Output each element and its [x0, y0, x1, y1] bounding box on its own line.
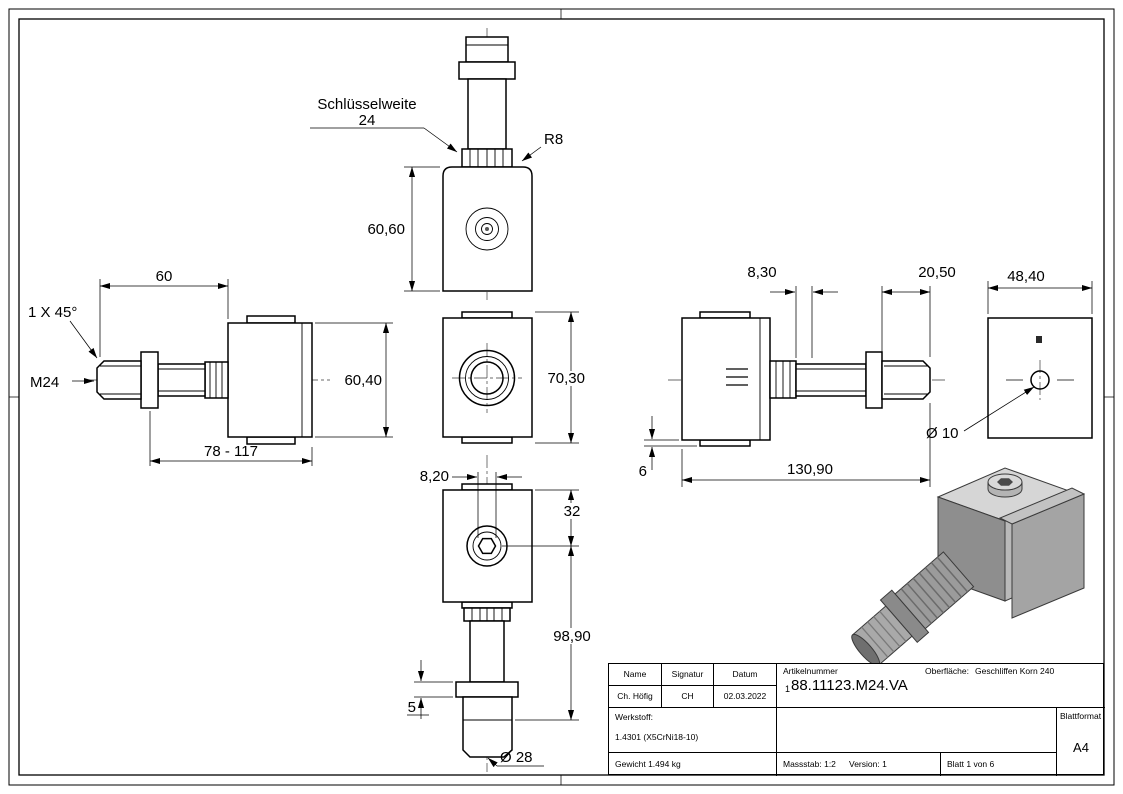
dim-top-to-center: 32 — [564, 503, 581, 520]
bottom-view: 8,20 32 98,90 5 Ø 28 — [407, 455, 595, 772]
dim-left-height: 60,40 — [344, 372, 382, 389]
header-signature: Signatur — [662, 664, 714, 686]
header-name: Name — [609, 664, 662, 686]
material-value: 1.4301 (X5CrNi18-10) — [615, 732, 699, 742]
material-cell: Werkstoff: 1.4301 (X5CrNi18-10) — [609, 708, 777, 753]
format-label: Blattformat — [1060, 711, 1102, 721]
front-view: 70,30 — [442, 311, 587, 444]
socket-screw-side-lines — [726, 368, 748, 386]
iso-socket-screw — [987, 473, 1023, 498]
dim-socket-width: 8,20 — [420, 468, 449, 485]
dim-gap: 8,30 — [747, 264, 776, 281]
value-name: Ch. Höfig — [609, 686, 662, 708]
wrench-size-value: 24 — [359, 112, 376, 129]
header-date: Datum — [714, 664, 777, 686]
iso-3d-view — [851, 467, 1086, 667]
scale: Massstab: 1:2 — [783, 759, 836, 769]
dim-offset: 6 — [639, 463, 647, 480]
article-prefix: 1 — [785, 684, 791, 694]
weight-cell: Gewicht 1.494 kg — [609, 753, 777, 776]
version: Version: 1 — [849, 759, 887, 769]
dim-flange-thickness: 5 — [408, 699, 416, 716]
hole-mark — [1036, 336, 1042, 343]
dim-back-width: 48,40 — [1007, 268, 1045, 285]
format-cell: Blattformat A4 — [1057, 708, 1105, 776]
dim-total-length: 130,90 — [787, 461, 833, 478]
fillet-radius-label: R8 — [544, 131, 563, 148]
article-number: 88.11123.M24.VA — [791, 677, 908, 694]
value-date: 02.03.2022 — [714, 686, 777, 708]
sheet-cell: Blatt 1 von 6 — [941, 753, 1057, 776]
wrench-size-label: Schlüsselweite — [317, 96, 416, 113]
right-side-view: 8,30 20,50 6 130,90 — [639, 264, 956, 487]
dim-thread-length: 60 — [156, 268, 173, 285]
value-signature: CH — [662, 686, 714, 708]
article-number-label: Artikelnummer — [783, 666, 838, 676]
dim-end-diameter: Ø 28 — [500, 749, 533, 766]
sheet-border — [8, 8, 1115, 786]
top-view: 60,60 Schlüsselweite 24 R8 — [310, 28, 563, 300]
dim-top-height: 60,60 — [367, 221, 405, 238]
thread-size-label: M24 — [30, 374, 59, 391]
scale-cell: Massstab: 1:2 Version: 1 — [777, 753, 941, 776]
dim-bolt-length: 98,90 — [553, 628, 591, 645]
format-value: A4 — [1073, 740, 1089, 755]
iso-bolt — [851, 551, 975, 667]
empty-cell — [777, 708, 1057, 753]
titleblock: Name Signatur Datum Ch. Höfig CH 02.03.2… — [608, 663, 1105, 776]
dim-thread-end: 20,50 — [918, 264, 956, 281]
dim-hole-diameter: Ø 10 — [926, 425, 959, 442]
dim-adjust-range: 78 - 117 — [204, 443, 258, 460]
sheet: Blatt 1 von 6 — [947, 759, 995, 769]
left-side-view: 60 1 X 45° M24 60,40 78 - 117 — [28, 268, 393, 466]
surface-label: Oberfläche: — [925, 666, 969, 676]
dim-front-height: 70,30 — [547, 370, 585, 387]
article-cell: Artikelnummer Oberfläche: Geschliffen Ko… — [777, 664, 1105, 708]
weight: Gewicht 1.494 kg — [615, 759, 681, 769]
material-label: Werkstoff: — [615, 712, 653, 722]
surface-value: Geschliffen Korn 240 — [975, 666, 1055, 676]
back-view: 48,40 Ø 10 — [926, 268, 1093, 442]
chamfer-label: 1 X 45° — [28, 304, 77, 321]
